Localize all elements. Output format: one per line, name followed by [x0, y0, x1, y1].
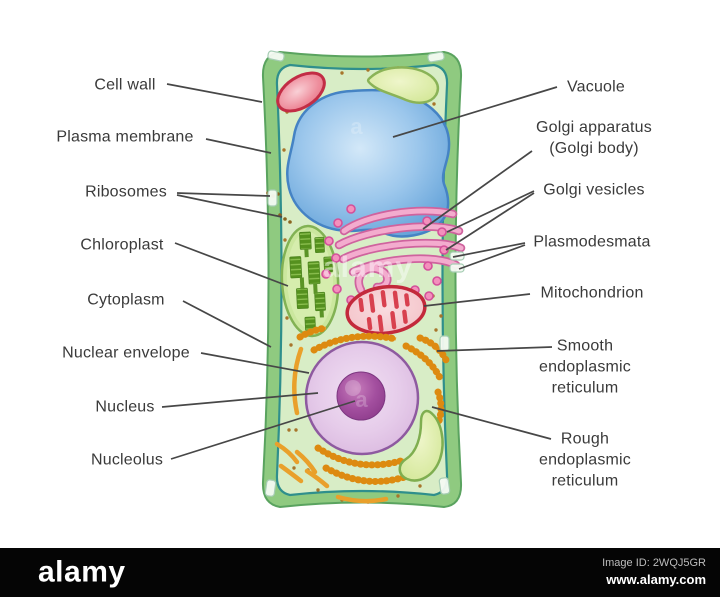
cell-diagram [161, 50, 558, 509]
golgi-apparatus-shape [334, 206, 466, 295]
leader-cytoplasm [182, 300, 272, 348]
leader-vacuole [392, 86, 558, 138]
label-cell-wall: Cell wall [94, 76, 156, 94]
alamy-url-text: www.alamy.com [606, 572, 706, 587]
leader-chloroplast [174, 242, 289, 287]
smooth-er-shape [274, 346, 389, 504]
leader-ribosomes-1 [176, 192, 271, 197]
leader-cell-wall [166, 83, 263, 103]
plasma-membrane-line [275, 63, 449, 497]
leader-golgi-apparatus [422, 150, 533, 230]
label-nuclear-envelope: Nuclear envelope [62, 344, 190, 362]
leader-nucleolus [170, 400, 356, 460]
nucleolus-highlight [345, 380, 361, 396]
label-nucleus: Nucleus [95, 398, 155, 416]
green-sac-top-shape [366, 66, 440, 104]
leader-mitochondrion [423, 293, 531, 307]
label-ribosomes: Ribosomes [85, 183, 167, 201]
label-plasma-membrane: Plasma membrane [56, 128, 194, 146]
nucleolus-shape [336, 371, 386, 421]
grana-stacks [289, 231, 333, 331]
leader-smooth-er [436, 346, 553, 352]
rough-er-shape [296, 324, 450, 485]
label-vacuole: Vacuole [566, 78, 626, 96]
label-nucleolus: Nucleolus [90, 451, 164, 469]
label-smooth-er: Smooth endoplasmic reticulum [538, 337, 632, 397]
leader-rough-er [431, 406, 552, 440]
alamy-footer-bar: alamy Image ID: 2WQJ5GR www.alamy.com [0, 548, 720, 597]
image-id-text: Image ID: 2WQJ5GR [602, 557, 706, 569]
plasmodesmata-channels [264, 50, 465, 497]
leader-nuclear-envelope [200, 352, 310, 374]
chloroplast-shape [280, 224, 340, 338]
label-cytoplasm: Cytoplasm [87, 291, 165, 309]
label-mitochondrion: Mitochondrion [540, 284, 644, 302]
leader-plasmodesmata-2 [458, 244, 526, 270]
mitochondrion-cristae [358, 290, 410, 332]
label-golgi-apparatus: Golgi apparatus (Golgi body) [536, 118, 652, 157]
label-plasmodesmata: Plasmodesmata [533, 233, 651, 251]
leader-nucleus [161, 392, 319, 408]
green-sac-bottom-shape [398, 409, 444, 482]
red-oval-organelle-shape [276, 71, 326, 113]
label-golgi-vesicles: Golgi vesicles [543, 181, 645, 199]
leader-plasmodesmata-1 [452, 242, 526, 258]
leader-ribosomes-2 [176, 194, 283, 218]
leader-plasma-membrane [205, 138, 272, 154]
alamy-logo: alamy [38, 554, 126, 588]
thylakoid-connectors [299, 249, 324, 318]
leader-lines [161, 83, 558, 460]
label-rough-er: Rough endoplasmic reticulum [538, 430, 632, 490]
leader-golgi-vesicles-2 [445, 192, 535, 251]
label-chloroplast: Chloroplast [80, 236, 164, 254]
vacuole-shape [286, 88, 451, 238]
leader-golgi-vesicles-1 [446, 190, 535, 233]
